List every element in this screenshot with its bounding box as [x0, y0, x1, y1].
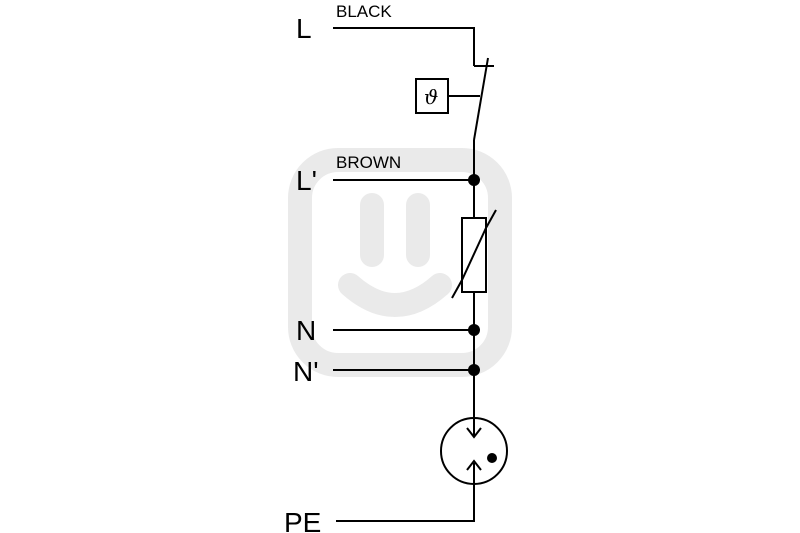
junction-l-prime [468, 174, 480, 186]
junction-n-prime [468, 364, 480, 376]
varistor-body [461, 217, 487, 293]
thermal-symbol: ϑ [424, 85, 438, 109]
terminal-n-prime: N' [293, 356, 319, 387]
terminal-pe: PE [284, 507, 321, 533]
terminal-l: L [296, 13, 312, 44]
wire-pe [336, 484, 475, 522]
junction-n [468, 324, 480, 336]
terminal-n: N [296, 315, 316, 346]
thermal-sensor-box [415, 78, 449, 114]
watermark-logo [288, 148, 512, 377]
socket-earth-dot [487, 453, 497, 463]
varistor-slash [451, 209, 497, 299]
switch-blade [473, 57, 489, 141]
wire-label-brown: BROWN [336, 153, 401, 172]
socket-arrow-up [466, 459, 482, 471]
socket-arrow-down [466, 427, 482, 439]
terminal-l-prime: L' [296, 165, 317, 196]
wire-l [333, 27, 475, 66]
wire-label-black: BLACK [336, 2, 392, 21]
